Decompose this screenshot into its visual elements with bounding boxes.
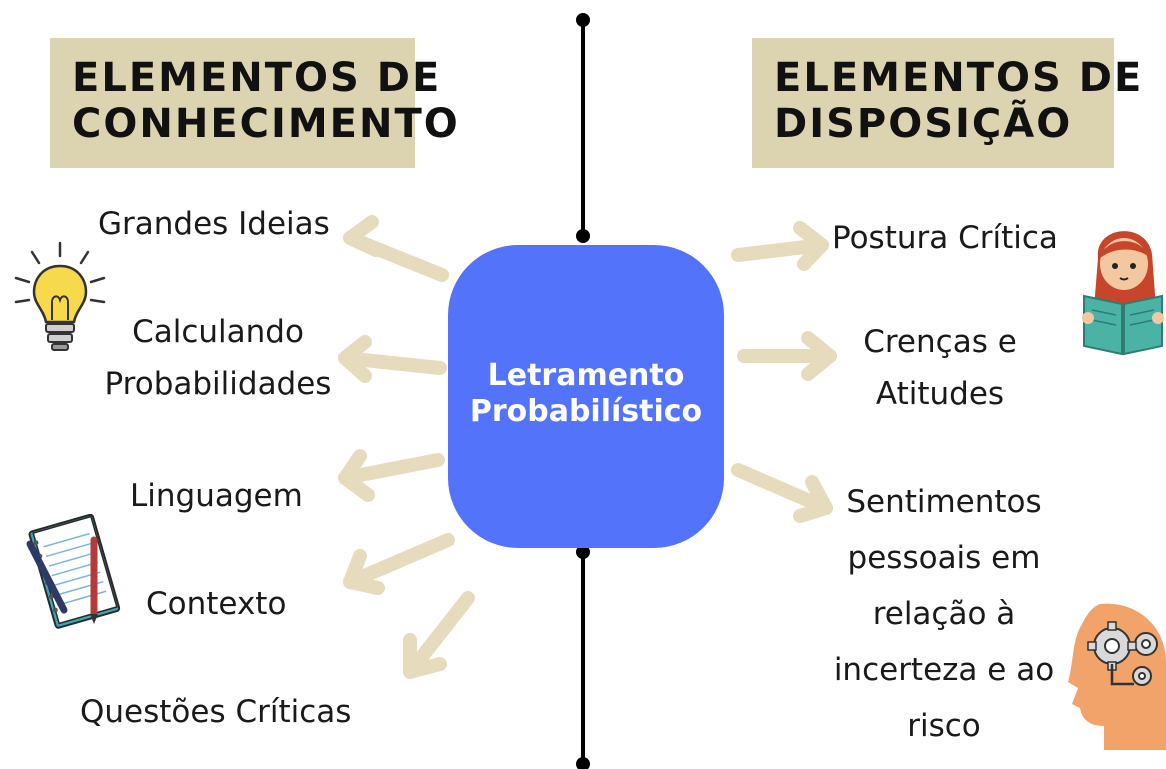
arrow-postura	[731, 221, 829, 271]
arrow-sentimentos	[731, 463, 833, 523]
heading-disposicao: ELEMENTOS DE DISPOSIÇÃO	[774, 55, 1144, 147]
arrow-grandes-ideias	[343, 215, 449, 282]
axis-dots	[576, 13, 590, 769]
heading-conhecimento: ELEMENTOS DE CONHECIMENTO	[72, 55, 460, 147]
center-node	[448, 245, 724, 548]
arrow-crencas	[737, 331, 837, 381]
label-grandes-ideias: Grandes Ideias	[98, 206, 330, 242]
head-gears-icon	[1068, 603, 1166, 750]
label-contexto: Contexto	[146, 586, 287, 622]
label-postura-critica: Postura Crítica	[832, 220, 1058, 256]
label-linguagem: Linguagem	[130, 478, 303, 514]
heading-tape-left	[50, 38, 415, 168]
lightbulb-icon	[14, 241, 106, 351]
heading-tape-right	[752, 38, 1114, 168]
reading-person-icon	[1082, 231, 1164, 356]
label-questoes-criticas: Questões Críticas	[80, 694, 352, 730]
label-sentimentos: Sentimentos pessoais em relação à incert…	[833, 484, 1055, 744]
label-calculando-probabilidades: Calculando Probabilidades	[104, 314, 332, 402]
arrow-calculando	[338, 335, 447, 383]
center-label: Letramento Probabilístico	[469, 358, 703, 429]
arrow-linguagem	[338, 449, 445, 502]
label-crencas-atitudes: Crenças e Atitudes	[863, 324, 1017, 412]
notebook-pencil-icon	[26, 514, 121, 629]
arrow-contexto	[343, 533, 455, 595]
arrow-questoes	[403, 591, 475, 679]
